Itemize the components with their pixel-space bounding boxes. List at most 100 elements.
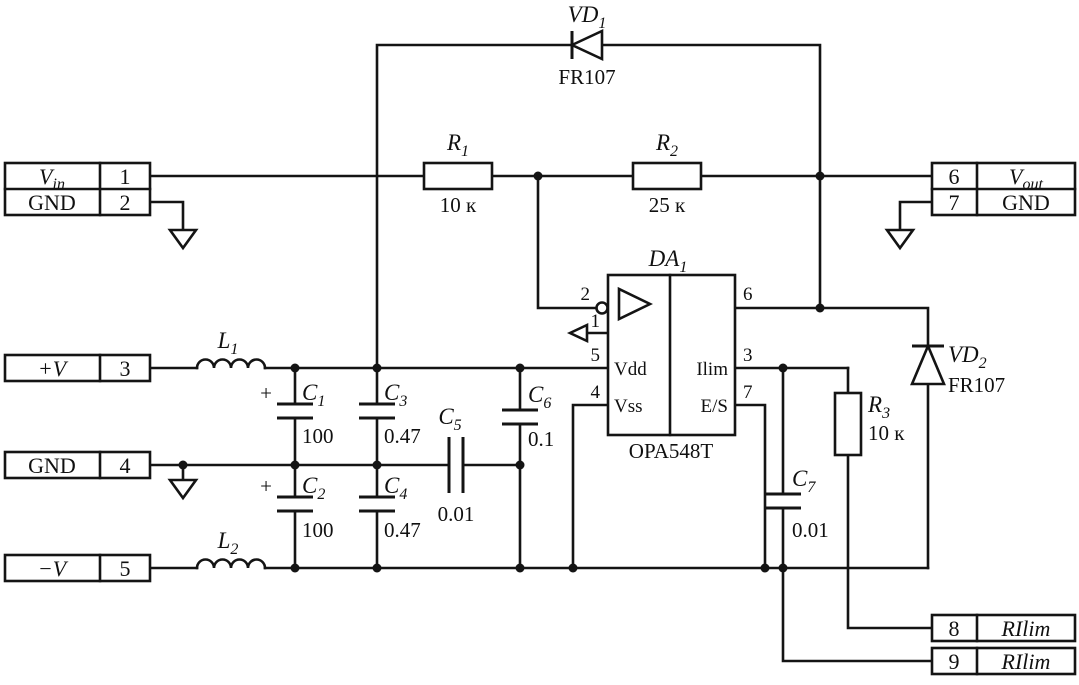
c2-designator: C2 [302, 473, 325, 503]
connector-pin-4: 4 [120, 453, 131, 478]
opamp-label-vdd: Vdd [614, 359, 647, 380]
wire-gnd7-stub [898, 200, 934, 232]
c4-value: 0.47 [384, 518, 421, 542]
r1-value: 10 к [440, 193, 477, 217]
connector-box [930, 646, 1077, 676]
connector-label-gnd-in: GND [28, 190, 76, 215]
connector-pin-9: 9 [949, 649, 960, 674]
c5-value: 0.01 [438, 502, 475, 526]
opamp-label-ilim: Ilim [696, 359, 728, 380]
connector-box [930, 613, 1077, 643]
connector-label-vin: Vin [39, 164, 65, 193]
connector-pin-1: 1 [120, 164, 131, 189]
junction-dot [815, 303, 825, 313]
junction-dot [778, 363, 788, 373]
connector-box [3, 450, 152, 480]
diode-vd2-triangle [910, 342, 946, 386]
junction-dot [533, 171, 543, 181]
junction-dot [515, 363, 525, 373]
vd2-designator: VD2 [948, 342, 987, 372]
wire-vd1-branch [375, 43, 822, 370]
diode-vd1 [568, 28, 604, 62]
c1-value: 100 [302, 424, 334, 448]
capacitor-c2-plates [277, 495, 313, 513]
resistor-r3-body [833, 391, 863, 457]
connector-pin-6: 6 [949, 164, 960, 189]
junction-dot [290, 563, 300, 573]
capacitor-c4-plates [359, 495, 395, 513]
c1-designator: C1 [302, 380, 325, 410]
ground-icon [884, 228, 916, 251]
amplifier-triangle-icon [617, 286, 653, 322]
junction-dot [290, 460, 300, 470]
input-arrow-icon [566, 322, 589, 344]
opamp-pin-7: 7 [743, 382, 753, 403]
opamp-designator: DA1 [648, 246, 688, 276]
connector-label-gnd-mid: GND [28, 453, 76, 478]
opamp-label-vss: Vss [614, 396, 643, 417]
vd2-value: FR107 [948, 373, 1005, 397]
r3-designator: R3 [867, 392, 890, 422]
opamp-pin-4: 4 [591, 382, 601, 403]
junction-dot [372, 363, 382, 373]
r3-value: 10 к [868, 421, 905, 445]
junction-dot [568, 563, 578, 573]
junction-dot [515, 563, 525, 573]
junction-dot [515, 460, 525, 470]
r2-designator: R2 [655, 130, 678, 160]
junction-dot [290, 363, 300, 373]
inductor-l2-body [195, 558, 267, 570]
ground-icon [167, 228, 199, 251]
wire-es [733, 403, 767, 570]
c3-value: 0.47 [384, 424, 421, 448]
connector-label-rilim-b: RIlim [1001, 649, 1051, 674]
resistor-r1-body [422, 161, 494, 191]
opamp-da1: DA1 OPA548T Vdd Vss Ilim E/S 2 1 5 4 6 3… [566, 246, 753, 463]
c6-value: 0.1 [528, 427, 554, 451]
c5-designator: C5 [438, 404, 461, 434]
connector-pin-8: 8 [949, 616, 960, 641]
wire-vss [571, 403, 610, 570]
l1-designator: L1 [217, 328, 239, 358]
vd1-value: FR107 [558, 65, 615, 89]
opamp-pin-5: 5 [591, 345, 601, 366]
r1-designator: R1 [446, 130, 469, 160]
l2-designator: L2 [217, 528, 239, 558]
ground-icon [167, 478, 199, 501]
c3-designator: C3 [384, 380, 407, 410]
vd1-designator: VD1 [568, 2, 607, 32]
connector-pin-7: 7 [949, 190, 960, 215]
capacitor-c3-plates [359, 402, 395, 420]
wire-r3-rilim [846, 366, 934, 630]
opamp-part-number: OPA548T [629, 439, 714, 463]
junction-dot [760, 563, 770, 573]
c2-value: 100 [302, 518, 334, 542]
connector-box [3, 353, 152, 383]
c6-designator: C6 [528, 382, 551, 412]
diode-vd2 [910, 342, 946, 386]
junction-dot [372, 563, 382, 573]
junction-dot [372, 460, 382, 470]
connector-pin-5: 5 [120, 556, 131, 581]
connector-pin-2: 2 [120, 190, 131, 215]
c1-polarity: + [260, 381, 272, 405]
connector-label-vout: Vout [1009, 164, 1043, 193]
wire-output-node [733, 306, 930, 570]
connector-label-vplus: +V [38, 356, 69, 381]
inductor-l1-body [195, 358, 267, 370]
junction-dots [178, 171, 825, 573]
r2-value: 25 к [649, 193, 686, 217]
connector-rilim-a: 8 RIlim [930, 613, 1077, 643]
connector-vplus: +V 3 [3, 353, 152, 383]
inverting-input-bubble-icon [595, 301, 609, 315]
wire-c7-rilim [781, 366, 934, 663]
resistor-r2-body [631, 161, 703, 191]
capacitor-c6-plates [502, 408, 538, 426]
opamp-pin-1: 1 [591, 311, 601, 332]
connector-pin-3: 3 [120, 356, 131, 381]
diode-vd1-triangle [568, 28, 604, 62]
c7-designator: C7 [792, 466, 816, 496]
capacitor-c5-plates [447, 437, 465, 493]
